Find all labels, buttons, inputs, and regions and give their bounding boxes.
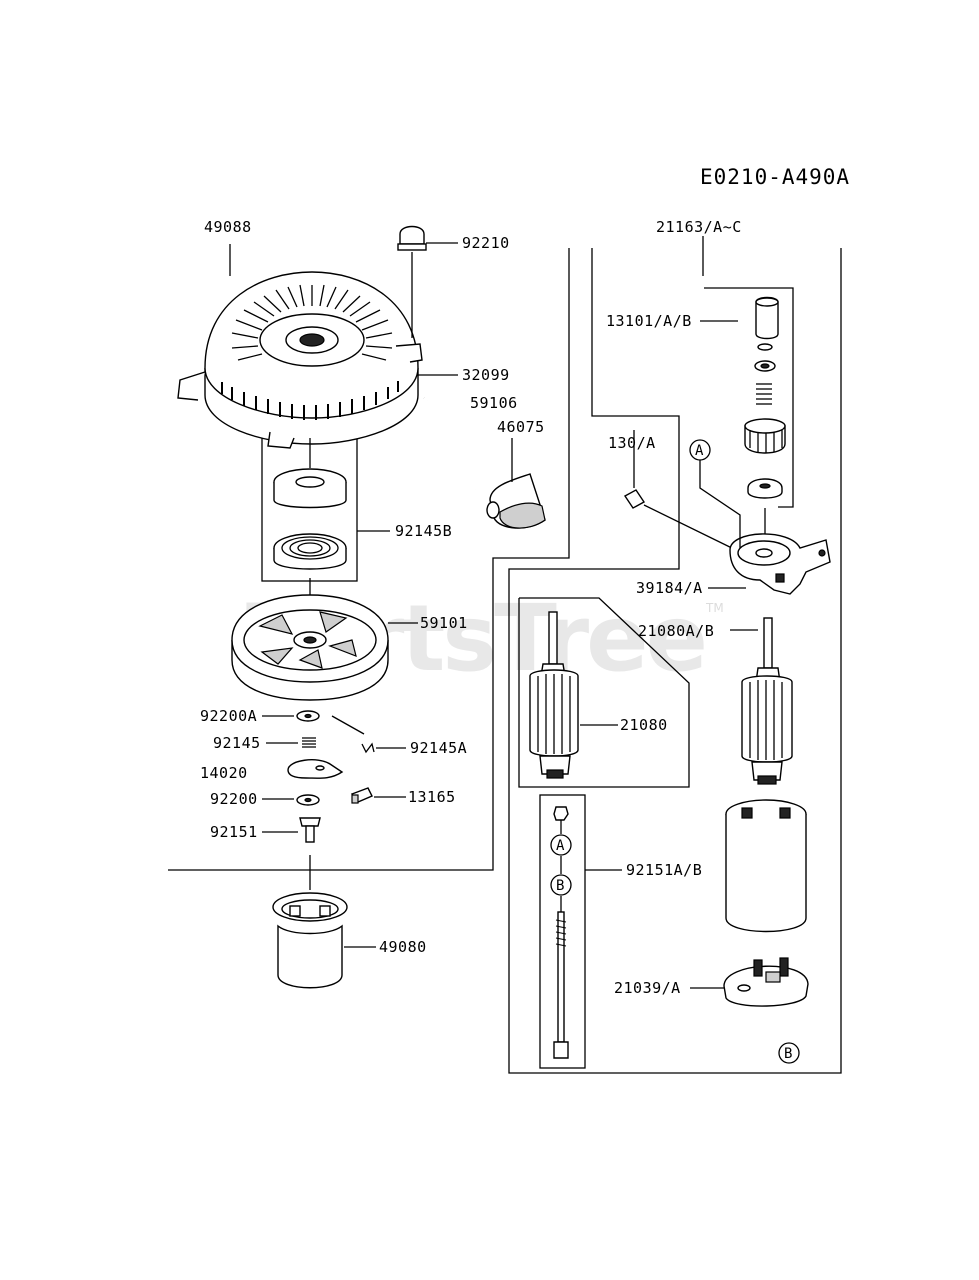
callout-13165: 13165 <box>408 788 456 806</box>
callout-92210: 92210 <box>462 234 510 252</box>
callout-21080: 21080 <box>620 716 668 734</box>
marker-b-left: B <box>550 874 572 896</box>
callout-130: 130/A <box>608 434 656 452</box>
watermark-tm: TM <box>705 601 724 615</box>
leader-lines <box>229 236 746 948</box>
svg-text:A: A <box>695 443 704 459</box>
through-bolts <box>553 806 569 1059</box>
armature-outer <box>730 617 793 785</box>
callout-92151: 92151 <box>210 823 258 841</box>
callout-92200a: 92200A <box>200 707 257 725</box>
starter-bracket <box>699 460 831 595</box>
cap-nut <box>397 225 427 338</box>
callout-59101: 59101 <box>420 614 468 632</box>
starter-cup <box>272 892 348 989</box>
callout-21080ab: 21080A/B <box>638 622 714 640</box>
callout-92145: 92145 <box>213 734 261 752</box>
callout-39184: 39184/A <box>636 579 703 597</box>
callout-32099: 32099 <box>462 366 510 384</box>
callout-21039: 21039/A <box>614 979 681 997</box>
diagram-code: E0210-A490A <box>700 165 850 189</box>
armature-inner <box>529 611 579 779</box>
flange-bolt <box>623 430 741 553</box>
marker-a-lower: A <box>550 834 572 856</box>
svg-text:B: B <box>556 878 564 894</box>
svg-text:B: B <box>784 1046 792 1062</box>
starter-pulley <box>231 594 389 701</box>
callout-92145b: 92145B <box>395 522 452 540</box>
motor-yoke <box>725 799 807 933</box>
callout-92145a: 92145A <box>410 739 467 757</box>
callout-21163: 21163/A~C <box>656 218 742 236</box>
group-boundaries <box>168 248 842 1074</box>
pinion-stack <box>744 296 786 545</box>
callout-13101: 13101/A/B <box>606 312 692 330</box>
reel-spring-set <box>273 438 347 595</box>
callout-14020: 14020 <box>200 764 248 782</box>
starter-cover <box>177 271 423 449</box>
small-parts <box>287 710 375 890</box>
marker-b-right: B <box>778 1042 800 1064</box>
callout-49088: 49088 <box>204 218 252 236</box>
brush-holder <box>690 957 809 1007</box>
starter-rope-handle <box>423 397 546 529</box>
callout-92151ab: 92151A/B <box>626 861 702 879</box>
callout-59106: 59106 <box>470 394 518 412</box>
callout-49080: 49080 <box>379 938 427 956</box>
callout-92200: 92200 <box>210 790 258 808</box>
callout-46075: 46075 <box>497 418 545 436</box>
svg-text:A: A <box>556 838 565 854</box>
marker-a-upper: A <box>689 439 711 461</box>
callout-labels: 49088 92210 32099 59106 46075 92145B 591… <box>200 218 742 997</box>
